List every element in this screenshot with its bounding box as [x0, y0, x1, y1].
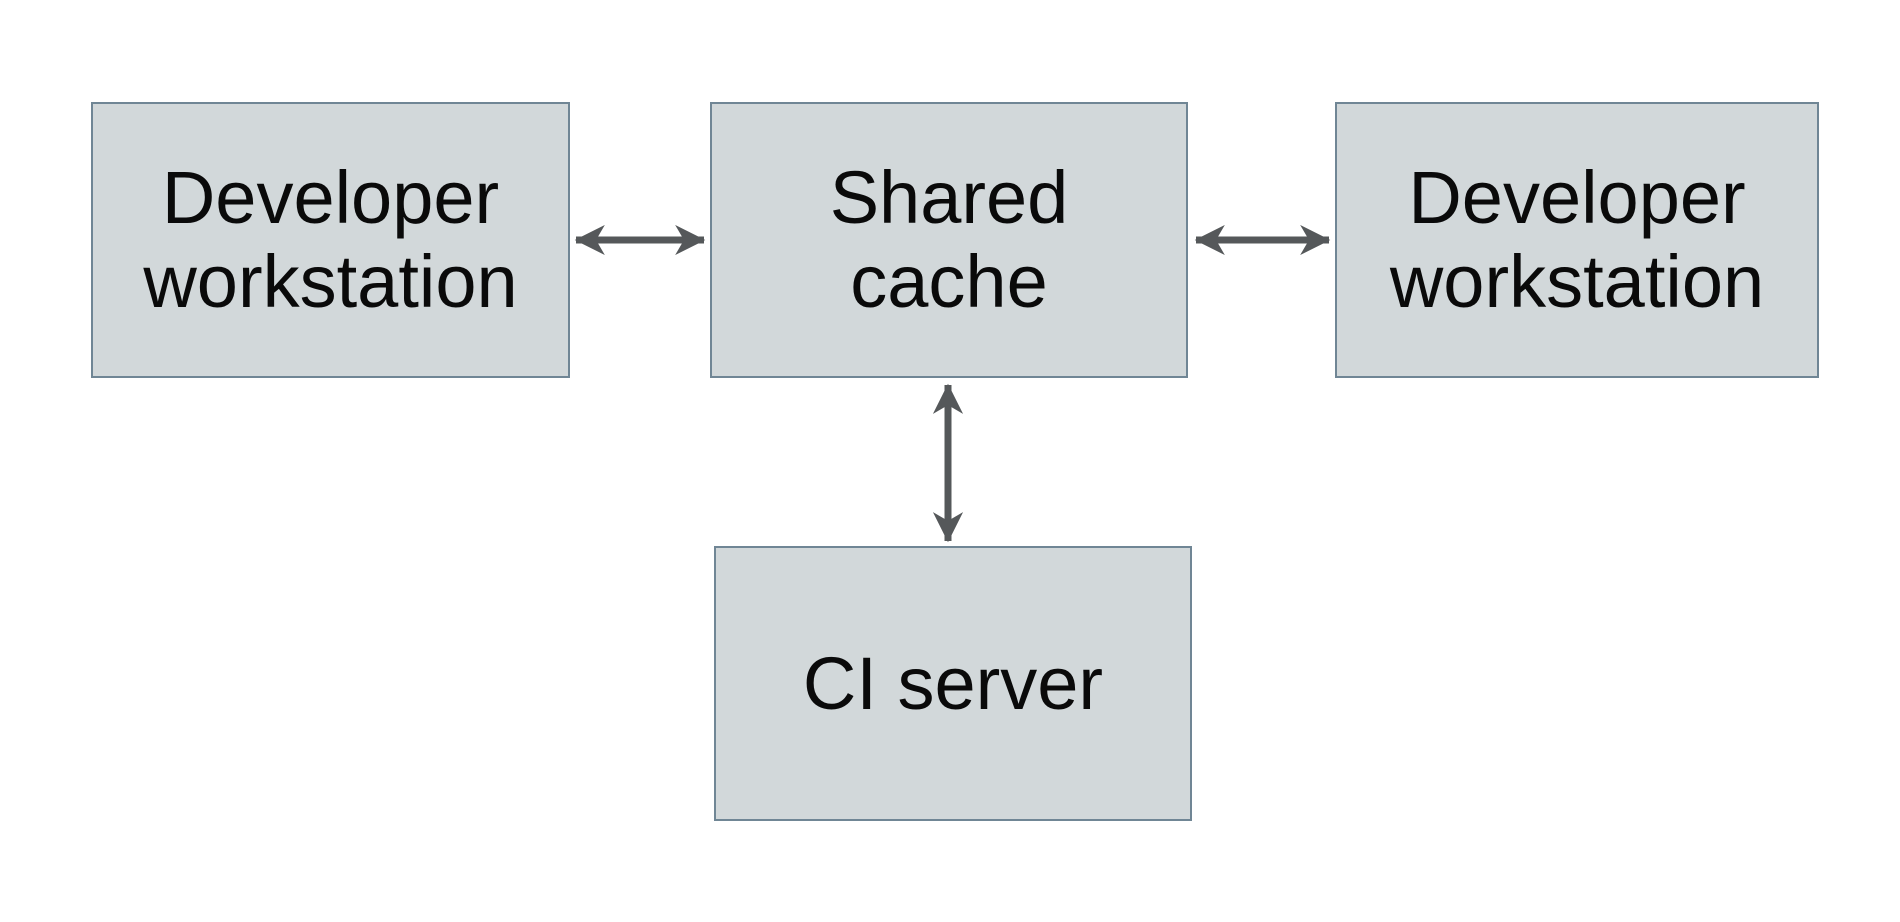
node-label-line: Developer: [161, 156, 500, 239]
node-label-line: cache: [850, 240, 1048, 323]
node-ci-server: CI server: [714, 546, 1192, 821]
node-developer-workstation-left: Developer workstation: [91, 102, 570, 378]
node-label-line: Developer: [1408, 156, 1746, 239]
node-label-line: workstation: [1389, 240, 1765, 323]
node-shared-cache: Shared cache: [710, 102, 1188, 378]
node-developer-workstation-right: Developer workstation: [1335, 102, 1819, 378]
node-label-line: workstation: [143, 240, 518, 323]
node-label-line: Shared: [829, 156, 1069, 239]
node-label-line: CI server: [802, 641, 1104, 725]
